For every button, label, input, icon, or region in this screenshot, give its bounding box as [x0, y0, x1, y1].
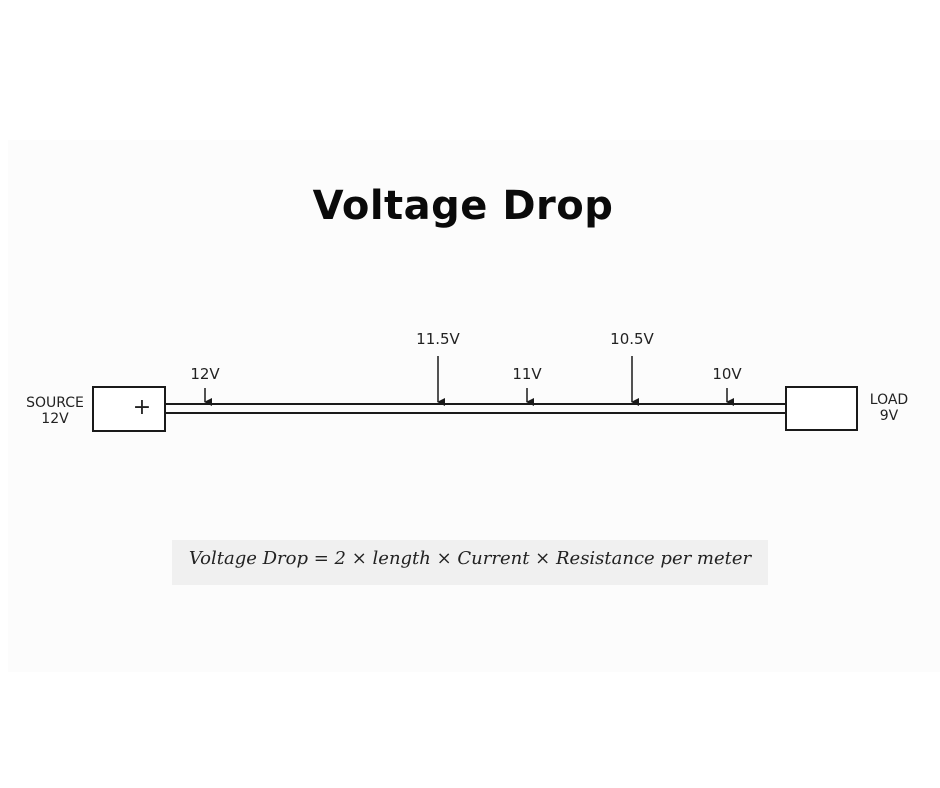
load-label: LOAD 9V [858, 392, 920, 424]
source-name: SOURCE [26, 395, 84, 411]
load-voltage: 9V [879, 408, 899, 424]
measurement-label-10-5v: 10.5V [610, 330, 654, 348]
measurement-label-10v: 10V [712, 365, 742, 383]
plus-terminal-icon: + [132, 395, 152, 420]
load-box [785, 386, 858, 431]
measurement-label-11v: 11V [512, 365, 542, 383]
source-box [92, 386, 166, 432]
diagram-title: Voltage Drop [312, 183, 614, 229]
measurement-label-11-5v: 11.5V [416, 330, 460, 348]
measurement-label-12v: 12V [190, 365, 220, 383]
source-label: SOURCE 12V [18, 395, 92, 427]
voltage-drop-formula: Voltage Drop = 2 × length × Current × Re… [188, 548, 752, 569]
source-voltage: 12V [41, 411, 69, 427]
load-name: LOAD [869, 392, 909, 408]
formula-box: Voltage Drop = 2 × length × Current × Re… [172, 540, 768, 585]
